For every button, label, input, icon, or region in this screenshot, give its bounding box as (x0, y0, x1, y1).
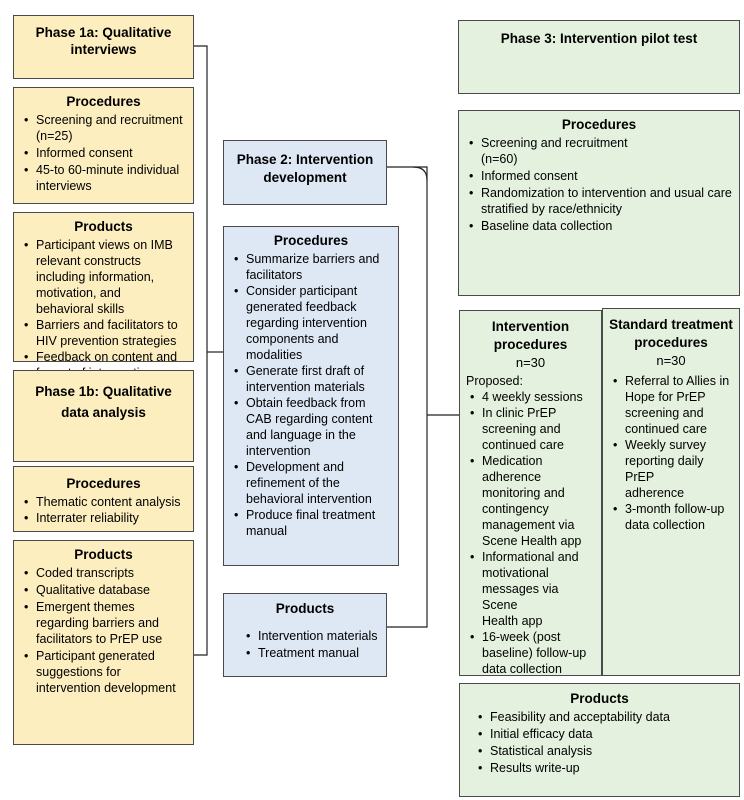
bracket-phase2 (387, 166, 428, 628)
phase1a-title-box: Phase 1a: Qualitative interviews (13, 15, 194, 79)
phase1a-procedures-list: Screening and recruitment (n=25) Informe… (20, 112, 187, 194)
phase3-products-heading: Products (570, 691, 629, 706)
list-item: Randomization to intervention and usual … (469, 185, 733, 217)
phase1a-products-box: Products Participant views on IMB releva… (13, 212, 194, 380)
phase3-intervention-box: Intervention procedures n=30 Proposed: 4… (459, 310, 602, 676)
phase2-products-list: Intervention materials Treatment manual (230, 628, 380, 661)
list-item: Thematic content analysis (24, 494, 187, 510)
list-item: Initial efficacy data (478, 726, 733, 742)
list-item: Barriers and facilitators to HIV prevent… (24, 317, 187, 349)
phase1b-title: Phase 1b: Qualitative data analysis (35, 384, 172, 420)
list-item: Participant generated suggestions for in… (24, 648, 187, 696)
phase3-procedures-box: Procedures Screening and recruitment (n=… (458, 110, 740, 296)
list-item: In clinic PrEP screening and continued c… (470, 405, 595, 453)
phase1b-title-box: Phase 1b: Qualitative data analysis (13, 370, 194, 462)
phase2-title-box: Phase 2: Intervention development (223, 140, 387, 205)
phase1a-procedures-box: Procedures Screening and recruitment (n=… (13, 87, 194, 204)
list-item: Produce final treatment manual (234, 507, 392, 539)
phase3-title: Phase 3: Intervention pilot test (500, 31, 698, 46)
phase1b-products-box: Products Coded transcripts Qualitative d… (13, 540, 194, 745)
phase1b-products-list: Coded transcripts Qualitative database E… (20, 565, 187, 696)
list-item: Screening and recruitment (n=25) (24, 112, 187, 144)
phase1b-procedures-list: Thematic content analysis Interrater rel… (20, 494, 187, 526)
phase1b-procedures-box: Procedures Thematic content analysis Int… (13, 466, 194, 532)
standard-heading: Standard treatment procedures (609, 317, 733, 350)
phase1a-products-heading: Products (74, 219, 133, 234)
list-item: Summarize barriers and facilitators (234, 251, 392, 283)
list-item: Weekly survey reporting daily PrEP adher… (613, 437, 733, 501)
list-item: Participant views on IMB relevant constr… (24, 237, 187, 317)
phase1b-products-heading: Products (74, 547, 133, 562)
intervention-heading: Intervention procedures (491, 319, 570, 352)
list-item: Qualitative database (24, 582, 187, 598)
phase2-products-box: Products Intervention materials Treatmen… (223, 593, 387, 677)
list-item: Treatment manual (246, 645, 380, 661)
list-item: Referral to Allies in Hope for PrEP scre… (613, 373, 733, 437)
phase1a-procedures-heading: Procedures (66, 94, 141, 109)
bracket-phase1 (194, 45, 208, 656)
phase3-products-box: Products Feasibility and acceptability d… (459, 683, 740, 797)
list-item: Screening and recruitment (n=60) (469, 135, 733, 167)
phase1a-title: Phase 1a: Qualitative interviews (35, 25, 172, 57)
list-item: 4 weekly sessions (470, 389, 595, 405)
intervention-proposed-label: Proposed: (466, 374, 523, 388)
intervention-list: 4 weekly sessions In clinic PrEP screeni… (466, 389, 595, 677)
list-item: Medication adherence monitoring and cont… (470, 453, 595, 549)
phase2-procedures-list: Summarize barriers and facilitators Cons… (230, 251, 392, 539)
list-item: Emergent themes regarding barriers and f… (24, 599, 187, 647)
list-item: Results write-up (478, 760, 733, 776)
list-item: Statistical analysis (478, 743, 733, 759)
list-item: Obtain feedback from CAB regarding conte… (234, 395, 392, 459)
list-item: 16-week (post baseline) follow-up data c… (470, 629, 595, 677)
list-item: Coded transcripts (24, 565, 187, 581)
list-item: Consider participant generated feedback … (234, 283, 392, 363)
list-item: Feasibility and acceptability data (478, 709, 733, 725)
phase3-products-list: Feasibility and acceptability data Initi… (466, 709, 733, 776)
list-item: Informed consent (469, 168, 733, 184)
list-item: Interrater reliability (24, 510, 187, 526)
standard-n: n=30 (656, 353, 686, 368)
phase1b-procedures-heading: Procedures (66, 476, 141, 491)
phase3-standard-box: Standard treatment procedures n=30 Refer… (602, 308, 740, 676)
list-item: Baseline data collection (469, 218, 733, 234)
intervention-n: n=30 (515, 355, 546, 370)
bracket-curl-top (412, 166, 428, 181)
list-item: Generate first draft of intervention mat… (234, 363, 392, 395)
list-item: Informed consent (24, 145, 187, 161)
list-item: Informational and motivational messages … (470, 549, 595, 629)
phase2-procedures-box: Procedures Summarize barriers and facili… (223, 226, 399, 566)
list-item: Intervention materials (246, 628, 380, 644)
phase3-procedures-list: Screening and recruitment (n=60) Informe… (465, 135, 733, 234)
phase3-title-box: Phase 3: Intervention pilot test (458, 20, 740, 94)
phase2-title: Phase 2: Intervention development (236, 152, 374, 185)
phase2-products-heading: Products (275, 601, 335, 616)
phase2-procedures-heading: Procedures (273, 233, 349, 248)
standard-list: Referral to Allies in Hope for PrEP scre… (609, 373, 733, 533)
list-item: 3-month follow-up data collection (613, 501, 733, 533)
list-item: Development and refinement of the behavi… (234, 459, 392, 507)
phase3-procedures-heading: Procedures (561, 117, 637, 132)
phase1a-products-list: Participant views on IMB relevant constr… (20, 237, 187, 381)
list-item: 45-to 60-minute individual interviews (24, 162, 187, 194)
